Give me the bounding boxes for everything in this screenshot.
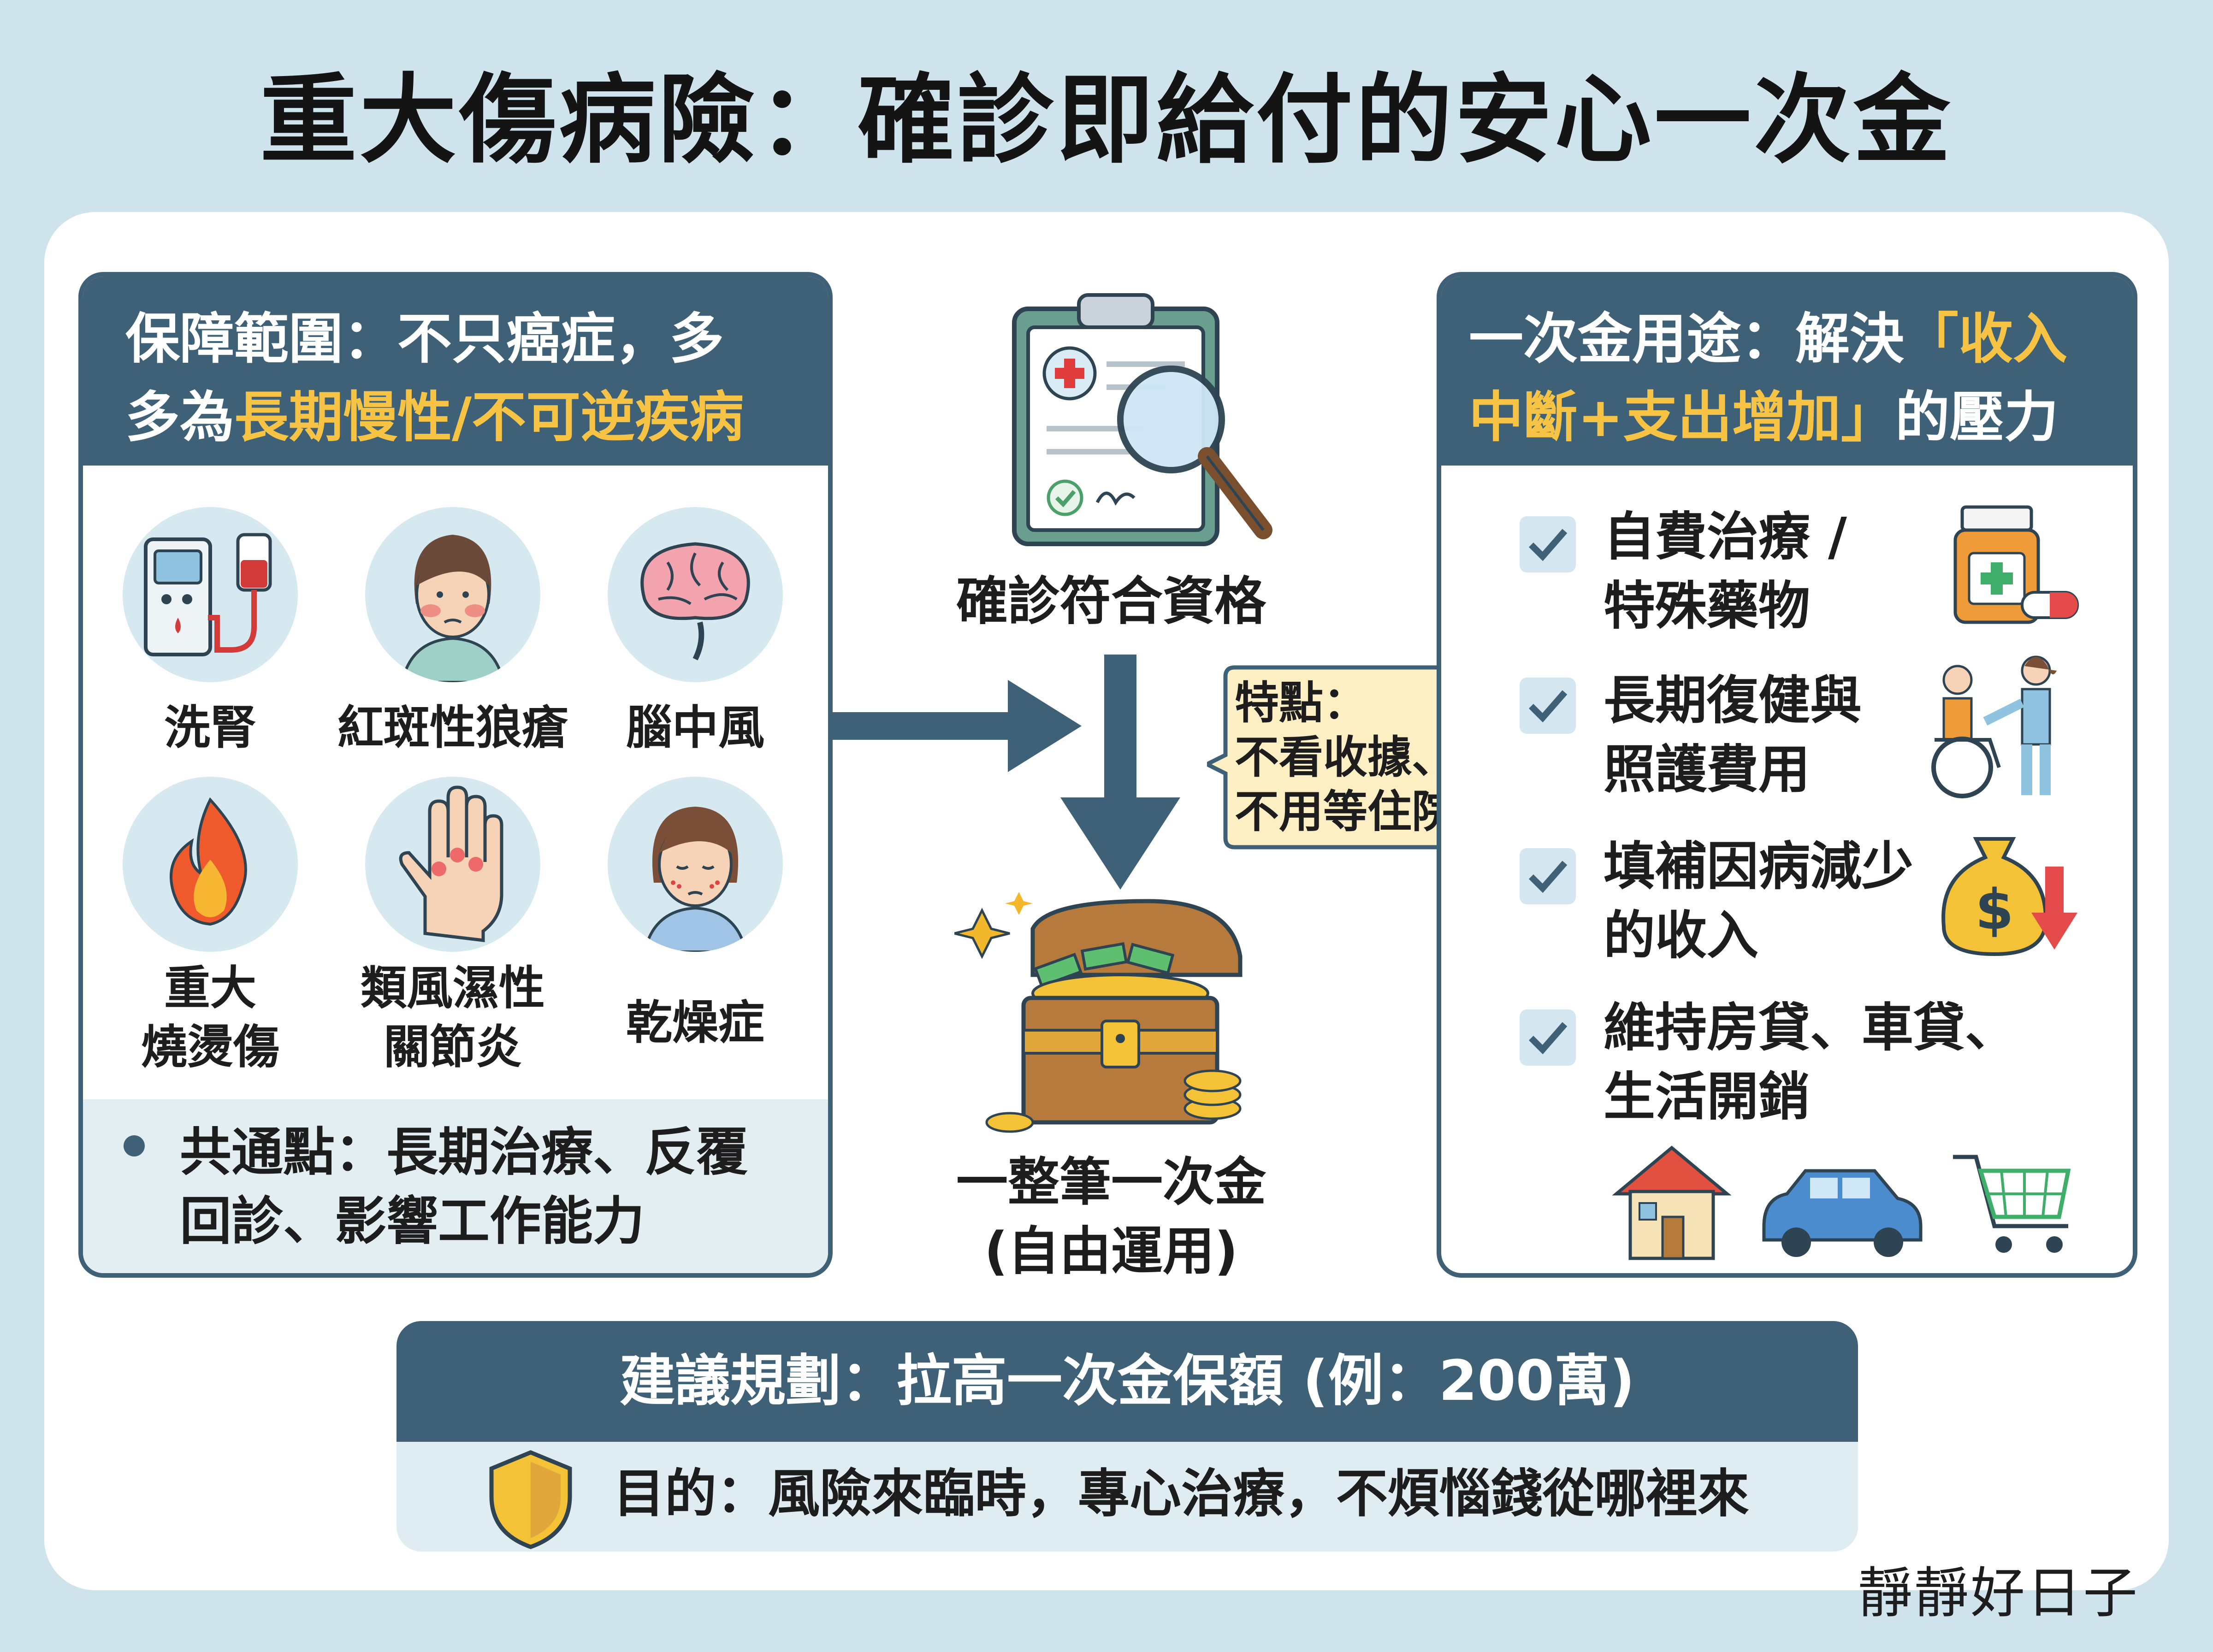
payout-label: 一整筆一次金 (自由運用) <box>904 1148 1319 1286</box>
tired-woman-icon <box>608 777 783 952</box>
diagnosis-label: 確診符合資格 <box>956 572 1266 631</box>
coverage-panel: 保障範圍：不只癌症，多 多為長期慢性/不可逆疾病 洗腎 紅斑性狼瘡 <box>78 272 833 1278</box>
wheelchair-caregiver-icon <box>1916 648 2082 804</box>
use-item-income: 填補因病減少 的收入 <box>1604 837 1913 966</box>
clipboard-magnifier-icon <box>991 281 1277 549</box>
coverage-heading-highlight: 長期慢性/不可逆疾病 <box>234 385 744 449</box>
common-points-box: 共通點：長期治療、反覆 回診、影響工作能力 <box>83 1099 828 1273</box>
use-item-living: 維持房貸、車貸、 生活開銷 <box>1604 998 2017 1127</box>
feature-title: 特點： <box>1235 677 1367 729</box>
signature: 靜靜好日子 <box>1858 1561 2140 1625</box>
medicine-bottle-icon <box>1944 493 2082 631</box>
woman-with-rash-icon <box>365 507 540 682</box>
feature-line1: 不看收據、 <box>1235 732 1456 783</box>
dialysis-machine-icon <box>123 507 298 682</box>
svg-text:$: $ <box>1975 878 2014 942</box>
shield-icon <box>482 1448 579 1552</box>
right-arrow <box>833 673 1082 779</box>
coverage-heading-line1: 保障範圍：不只癌症，多 <box>125 307 724 371</box>
check-icon <box>1520 678 1576 734</box>
suggestion-purpose: 目的：風險來臨時，專心治療，不煩惱錢從哪裡來 <box>613 1464 1749 1524</box>
condition-label-arthritis: 類風濕性 關節炎 <box>361 961 545 1074</box>
brain-icon <box>608 507 783 682</box>
inflamed-hand-icon <box>365 777 540 952</box>
uses-heading-line2: 中斷+支出增加」的壓力 <box>1469 385 2059 449</box>
treasure-chest-icon <box>954 892 1259 1150</box>
payout-line1: 一整筆一次金 <box>956 1152 1266 1212</box>
uses-heading-line1: 一次金用途：解決「收入 <box>1469 307 2068 371</box>
fire-icon <box>123 777 298 952</box>
coverage-heading: 保障範圍：不只癌症，多 多為長期慢性/不可逆疾病 <box>83 277 828 466</box>
uses-panel: 一次金用途：解決「收入 中斷+支出增加」的壓力 自費治療 / 特殊藥物 長期復健… <box>1437 272 2137 1278</box>
use-item-rehab: 長期復健與 照護費用 <box>1604 671 1862 800</box>
house-car-cart-icon <box>1612 1143 2073 1263</box>
suggestion-box: 建議規劃：拉高一次金保額 (例：200萬) 目的：風險來臨時，專心治療，不煩惱錢… <box>396 1321 1858 1552</box>
page-title: 重大傷病險：確診即給付的安心一次金 <box>260 64 1953 177</box>
use-item-medical: 自費治療 / 特殊藥物 <box>1604 507 1847 636</box>
payout-line2: (自由運用) <box>984 1221 1238 1281</box>
coverage-heading-line2: 多為長期慢性/不可逆疾病 <box>125 385 744 449</box>
money-bag-down-icon: $ <box>1939 820 2082 959</box>
suggestion-heading: 建議規劃：拉高一次金保額 (例：200萬) <box>396 1321 1858 1442</box>
condition-label-stroke: 腦中風 <box>626 701 764 755</box>
uses-heading: 一次金用途：解決「收入 中斷+支出增加」的壓力 <box>1441 277 2133 466</box>
check-icon <box>1520 516 1576 572</box>
condition-label-sjogren: 乾燥症 <box>626 996 764 1050</box>
condition-label-burns: 重大 燒燙傷 <box>141 961 279 1074</box>
check-icon <box>1520 1009 1576 1066</box>
common-points-text: 共通點：長期治療、反覆 回診、影響工作能力 <box>180 1122 748 1251</box>
bullet-dot <box>124 1135 145 1156</box>
check-icon <box>1520 848 1576 904</box>
condition-label-dialysis: 洗腎 <box>164 701 256 755</box>
feature-line2: 不用等住院 <box>1235 786 1456 838</box>
condition-label-lupus: 紅斑性狼瘡 <box>337 701 568 755</box>
down-arrow <box>1060 655 1180 894</box>
